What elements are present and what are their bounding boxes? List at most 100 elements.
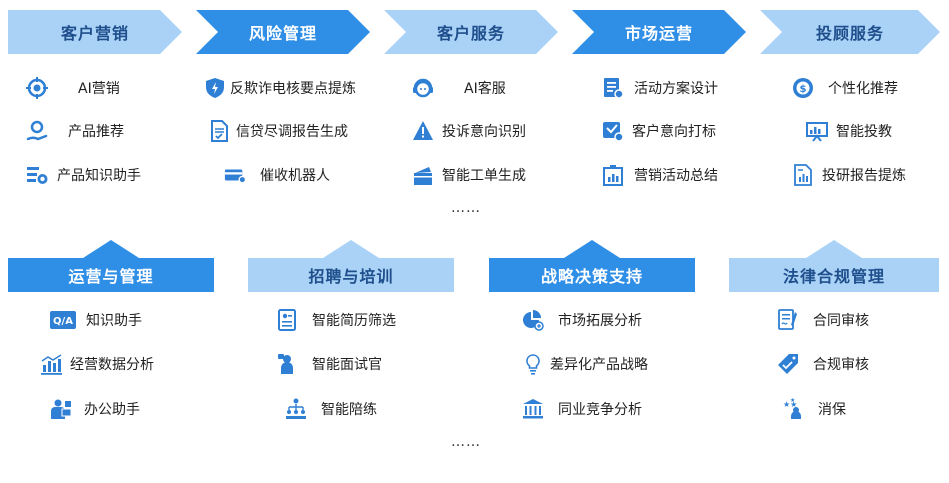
list-item: 产品知识助手: [26, 163, 141, 187]
list-item: ★★★ 消保: [782, 397, 846, 421]
item-label: 反欺诈电核要点提炼: [230, 81, 356, 97]
category-banner-recruiting-training: 招聘与培训: [248, 240, 454, 292]
list-item: 智能面试官: [276, 352, 382, 376]
bank-building-icon: [522, 398, 544, 420]
interviewer-icon: [276, 353, 298, 375]
item-label: 智能投教: [836, 124, 892, 140]
list-item: 市场拓展分析: [522, 308, 642, 332]
category-label: 法律合规管理: [782, 267, 885, 286]
category-label: 客户服务: [436, 24, 505, 43]
svg-text:Q/A: Q/A: [53, 316, 73, 327]
list-item: $ 个性化推荐: [792, 76, 898, 100]
tag-check-icon: [602, 120, 624, 142]
stack-coin-icon: [26, 164, 48, 186]
list-item: 合规审核: [777, 352, 869, 376]
pointer-triangle: [806, 240, 862, 258]
item-label: 合规审核: [813, 357, 869, 373]
list-item: 客户意向打标: [602, 119, 716, 143]
list-item: 反欺诈电核要点提炼: [204, 76, 356, 100]
category-banner-operations-management: 运营与管理: [8, 240, 214, 292]
compliance-tag-icon: [777, 353, 799, 375]
bulb-icon: [522, 353, 544, 375]
list-item: 活动方案设计: [602, 76, 718, 100]
list-item: 办公助手: [50, 397, 140, 421]
office-worker-icon: [50, 398, 72, 420]
item-label: 同业竞争分析: [558, 402, 642, 418]
user-hand-icon: [26, 120, 48, 142]
list-item: 智能投教: [806, 119, 892, 143]
category-banner-strategy-support: 战略决策支持: [489, 240, 695, 292]
chart-board-icon: [602, 164, 624, 186]
item-label: 个性化推荐: [828, 81, 898, 97]
list-item: AI客服: [412, 76, 506, 100]
list-item: Q/A 知识助手: [50, 308, 142, 332]
category-banner-market-operations: 市场运营: [572, 10, 746, 54]
list-item: 差异化产品战略: [522, 352, 648, 376]
document-check-icon: [208, 120, 230, 142]
list-item: 智能简历筛选: [276, 308, 396, 332]
item-label: 客户意向打标: [632, 124, 716, 140]
category-label: 市场运营: [624, 24, 693, 43]
item-label: 消保: [818, 402, 846, 418]
item-label: 投研报告提炼: [822, 168, 906, 184]
item-label: 智能陪练: [321, 402, 377, 418]
qa-icon: Q/A: [50, 309, 76, 331]
teaching-screen-icon: [806, 120, 828, 142]
list-item: 投诉意向识别: [412, 119, 526, 143]
list-item: 合同审核: [777, 308, 869, 332]
target-icon: [26, 77, 48, 99]
list-item: 同业竞争分析: [522, 397, 642, 421]
category-label: 战略决策支持: [540, 267, 643, 286]
bar-chart-icon: [40, 353, 62, 375]
item-label: 营销活动总结: [634, 168, 718, 184]
category-banner-risk-management: 风险管理: [196, 10, 370, 54]
list-item: AI营销: [26, 76, 120, 100]
item-label: 智能面试官: [312, 357, 382, 373]
item-label: 活动方案设计: [634, 81, 718, 97]
item-label: 智能工单生成: [442, 168, 526, 184]
item-label: AI营销: [78, 81, 120, 97]
list-item: 投研报告提炼: [792, 163, 906, 187]
report-chart-icon: [792, 164, 814, 186]
item-label: 市场拓展分析: [558, 313, 642, 329]
org-tree-icon: [285, 398, 307, 420]
more-indicator: ……: [451, 200, 481, 216]
item-label: 知识助手: [86, 313, 142, 329]
ticket-stack-icon: [412, 164, 434, 186]
svg-text:★★: ★★: [783, 400, 797, 409]
pointer-triangle: [323, 240, 379, 258]
card-gear-icon: [224, 164, 246, 186]
headset-icon: [412, 77, 434, 99]
item-label: AI客服: [464, 81, 506, 97]
list-item: 智能工单生成: [412, 163, 526, 187]
list-item: 催收机器人: [224, 163, 330, 187]
item-label: 智能简历筛选: [312, 313, 396, 329]
plan-document-icon: [602, 77, 624, 99]
category-label: 投顾服务: [815, 24, 884, 43]
warning-icon: [412, 120, 434, 142]
item-label: 产品知识助手: [57, 168, 141, 184]
item-label: 经营数据分析: [70, 357, 154, 373]
consumer-protection-icon: ★★★: [782, 398, 804, 420]
category-label: 风险管理: [248, 24, 317, 43]
svg-text:★: ★: [790, 398, 795, 404]
item-label: 产品推荐: [68, 124, 124, 140]
list-item: 产品推荐: [26, 119, 124, 143]
category-label: 运营与管理: [68, 267, 154, 286]
item-label: 催收机器人: [260, 168, 330, 184]
category-label: 招聘与培训: [308, 267, 394, 286]
list-item: 信贷尽调报告生成: [208, 119, 348, 143]
more-indicator: ……: [451, 434, 481, 450]
category-banner-advisory-service: 投顾服务: [760, 10, 940, 54]
category-banner-customer-marketing: 客户营销: [8, 10, 182, 54]
shield-icon: [204, 77, 226, 99]
category-banner-customer-service: 客户服务: [384, 10, 558, 54]
item-label: 信贷尽调报告生成: [236, 124, 348, 140]
list-item: 智能陪练: [285, 397, 377, 421]
category-label: 客户营销: [60, 24, 129, 43]
item-label: 合同审核: [813, 313, 869, 329]
pie-chart-icon: [522, 309, 544, 331]
item-label: 投诉意向识别: [442, 124, 526, 140]
pointer-triangle: [564, 240, 620, 258]
svg-text:$: $: [800, 84, 807, 95]
